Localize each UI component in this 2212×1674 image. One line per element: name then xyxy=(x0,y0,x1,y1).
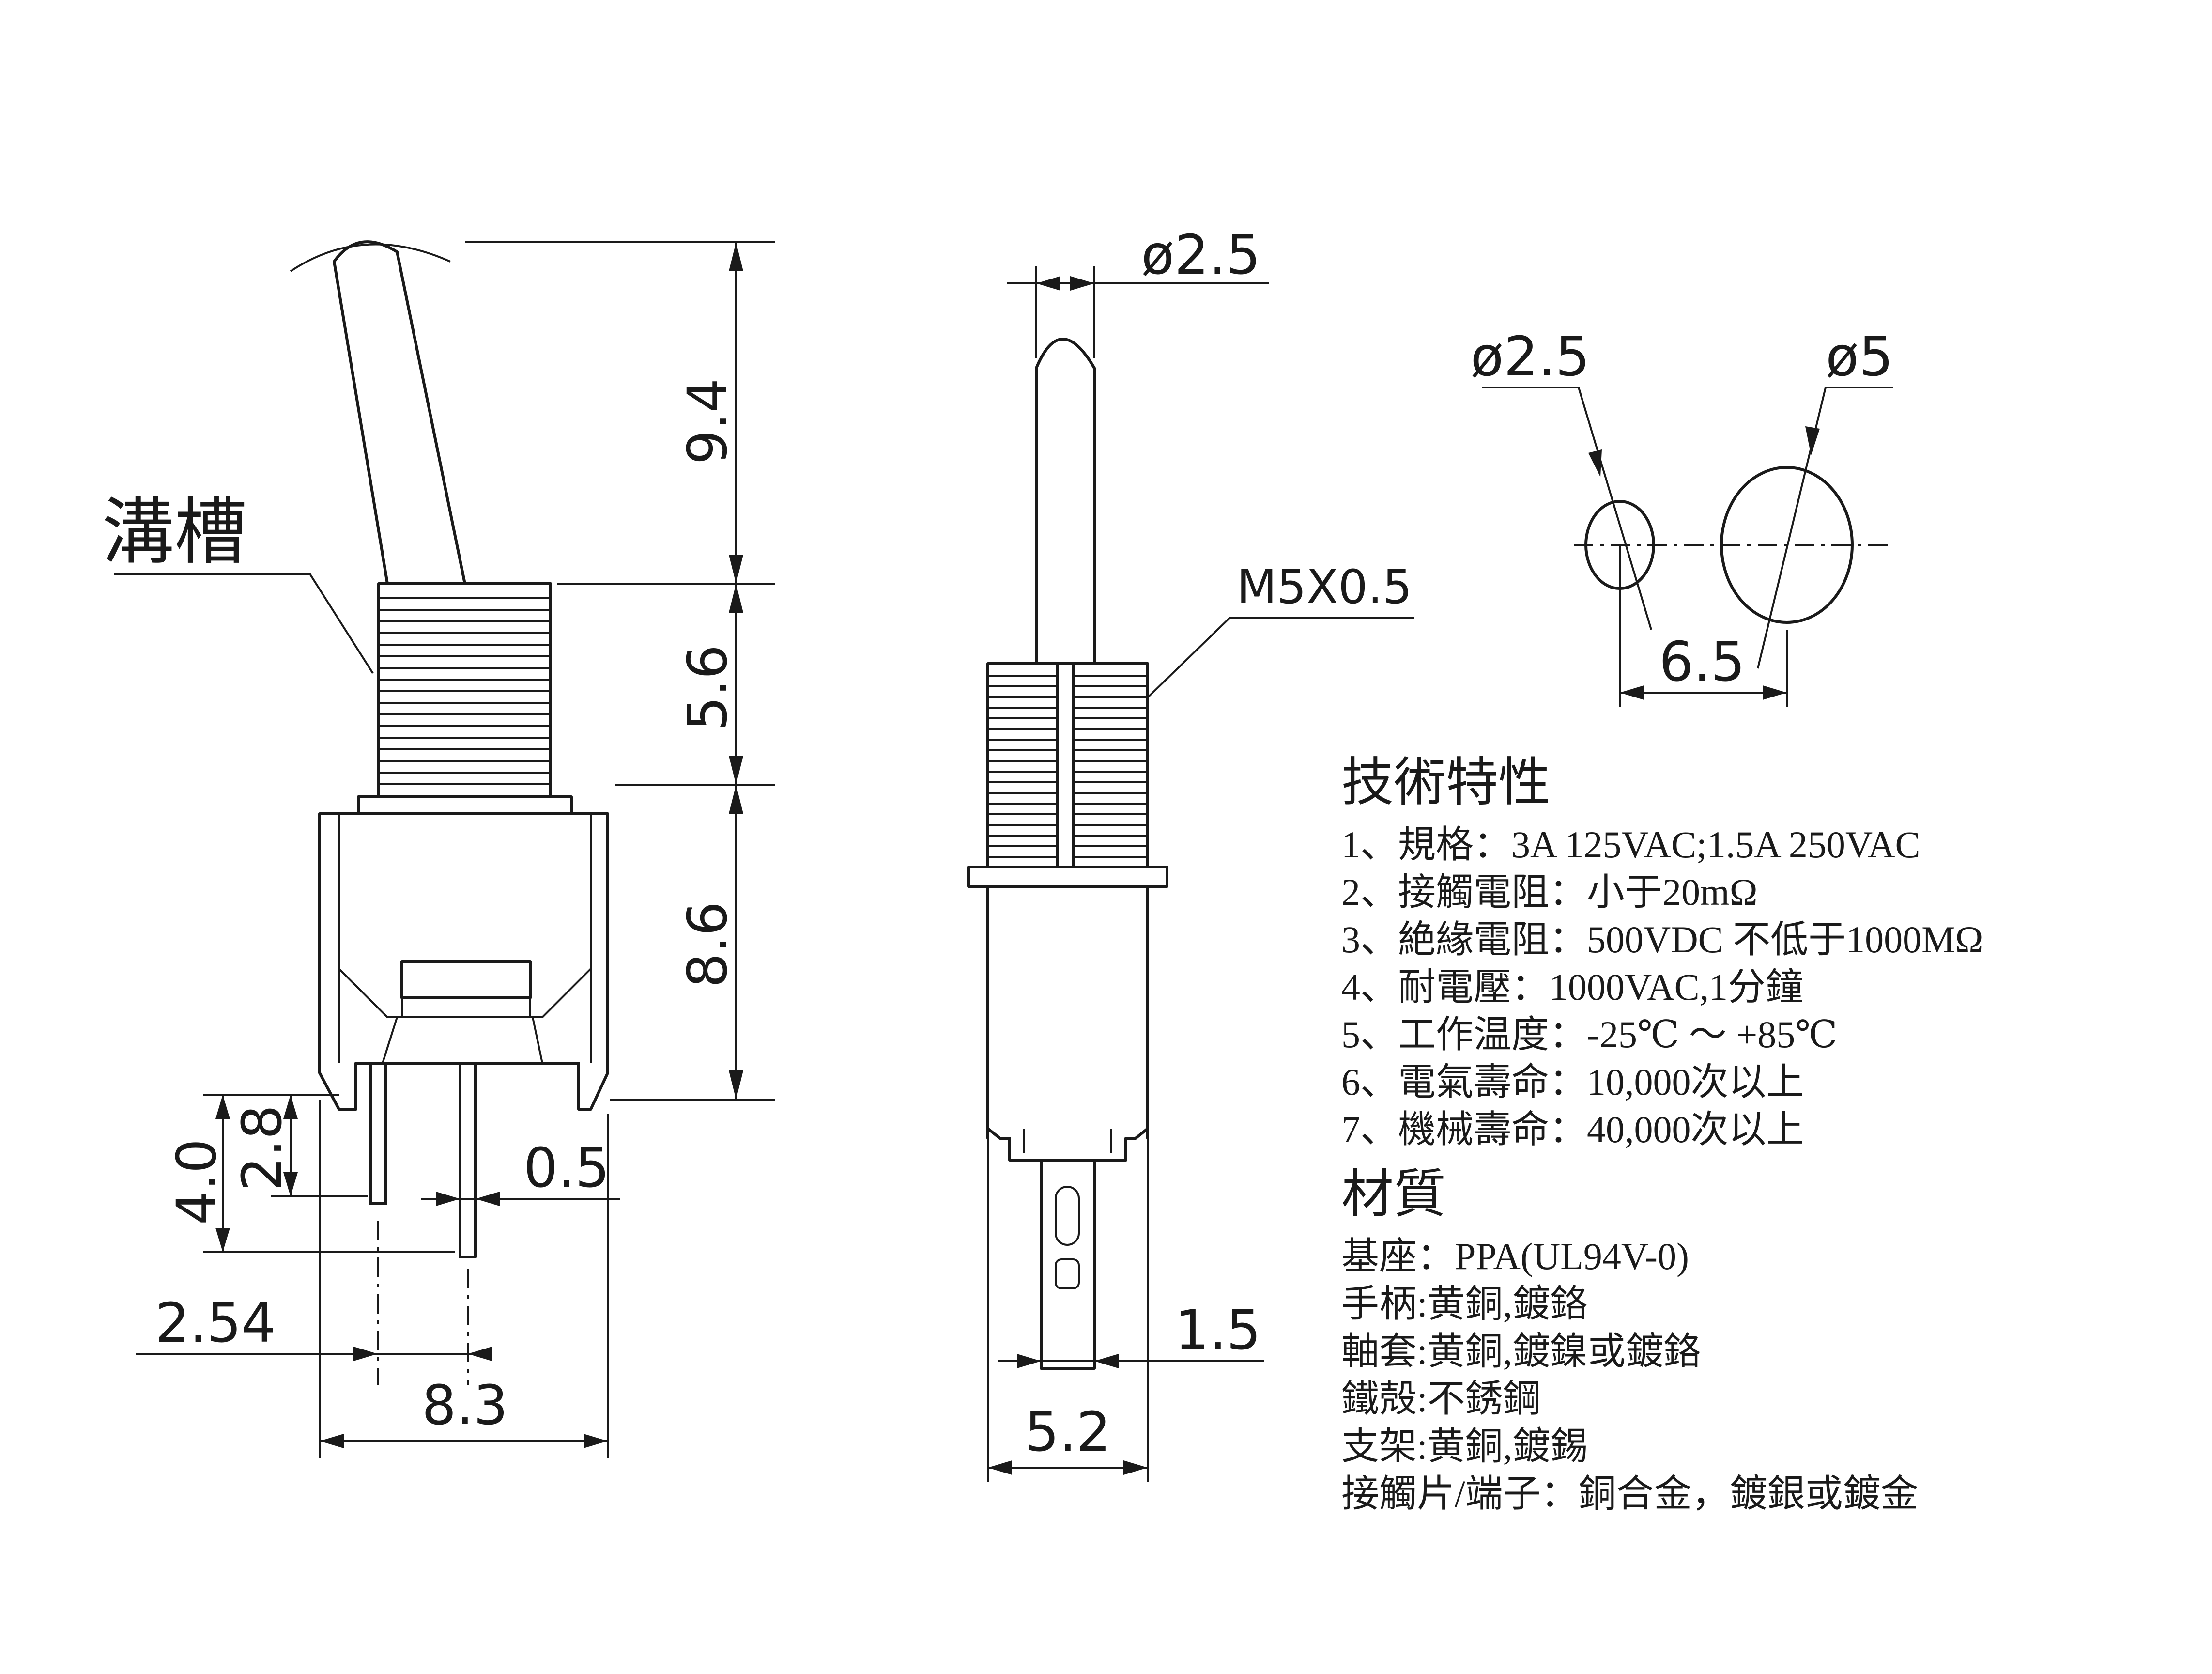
cutout-large-hole xyxy=(1720,466,1854,624)
front-view: 溝槽 9.4 5.6 8.6 4.0 2.8 0.5 2.54 xyxy=(102,240,775,1458)
side-center-slot xyxy=(1056,662,1075,868)
front-terminal-left xyxy=(369,1062,387,1205)
dim-1-5: 1.5 xyxy=(1175,1299,1261,1362)
side-bushing-base xyxy=(967,866,1168,888)
dim-5-2: 5.2 xyxy=(1025,1401,1111,1464)
materials-title: 材質 xyxy=(1341,1166,1446,1224)
spec-item: 4、耐電壓：1000VAC,1分鐘 xyxy=(1341,966,1804,1008)
side-view: ø2.5 M5X0.5 1.5 5.2 xyxy=(967,224,1414,1482)
dim-6-5: 6.5 xyxy=(1659,631,1745,694)
dim-4-0: 4.0 xyxy=(166,1139,229,1225)
specs-title: 技術特性 xyxy=(1341,754,1551,812)
dim-8-6: 8.6 xyxy=(676,901,739,988)
spec-item: 7、機械壽命：40,000次以上 xyxy=(1341,1108,1804,1151)
specifications-panel: 技術特性 1、規格：3A 125VAC;1.5A 250VAC 2、接觸電阻：小… xyxy=(1341,753,2140,1518)
spec-item: 2、接觸電阻：小于20mΩ xyxy=(1341,871,1758,914)
front-actuator-slot xyxy=(400,960,532,999)
side-toggle-lever xyxy=(1035,338,1096,665)
spec-item: 3、絶緣電阻：500VDC 不低于1000MΩ xyxy=(1341,918,1983,961)
panel-cutout: ø2.5 ø5 6.5 xyxy=(1471,326,1893,707)
material-item: 手柄:黄銅,鍍鉻 xyxy=(1341,1283,1588,1325)
dim-9-4: 9.4 xyxy=(676,378,739,465)
dim-cutout-phi-2-5: ø2.5 xyxy=(1471,326,1590,388)
dim-cutout-phi-5: ø5 xyxy=(1826,326,1893,388)
front-bushing-threads xyxy=(380,597,549,785)
material-item: 軸套:黄銅,鍍鎳或鍍鉻 xyxy=(1341,1330,1702,1373)
spec-item: 1、規格：3A 125VAC;1.5A 250VAC xyxy=(1341,823,1920,866)
spec-item: 6、電氣壽命：10,000次以上 xyxy=(1341,1061,1804,1103)
dim-2-8: 2.8 xyxy=(231,1105,294,1191)
dim-5-6: 5.6 xyxy=(676,645,739,731)
dim-2-54: 2.54 xyxy=(155,1292,276,1355)
material-item: 基座：PPA(UL94V-0) xyxy=(1341,1235,1689,1278)
dim-m5x0-5: M5X0.5 xyxy=(1237,560,1412,614)
front-body xyxy=(318,812,609,1111)
front-toggle-lever xyxy=(333,240,466,585)
dim-0-5: 0.5 xyxy=(523,1137,610,1200)
front-bushing-base xyxy=(357,795,573,815)
front-terminal-right xyxy=(459,1062,477,1258)
material-item: 支架:黄銅,鍍錫 xyxy=(1341,1425,1588,1468)
material-item: 接觸片/端子：銅合金，鍍銀或鍍金 xyxy=(1341,1472,1919,1515)
side-bushing-threads xyxy=(989,675,1146,858)
dim-8-3: 8.3 xyxy=(422,1374,508,1437)
groove-label: 溝槽 xyxy=(102,490,247,574)
spec-item: 5、工作温度：-25℃ ～ +85℃ xyxy=(1341,1013,1838,1056)
dim-side-phi-2-5: ø2.5 xyxy=(1141,224,1261,287)
material-item: 鐵殻:不銹鋼 xyxy=(1341,1378,1541,1420)
side-body xyxy=(986,885,1149,1140)
side-terminal xyxy=(1040,1159,1096,1370)
